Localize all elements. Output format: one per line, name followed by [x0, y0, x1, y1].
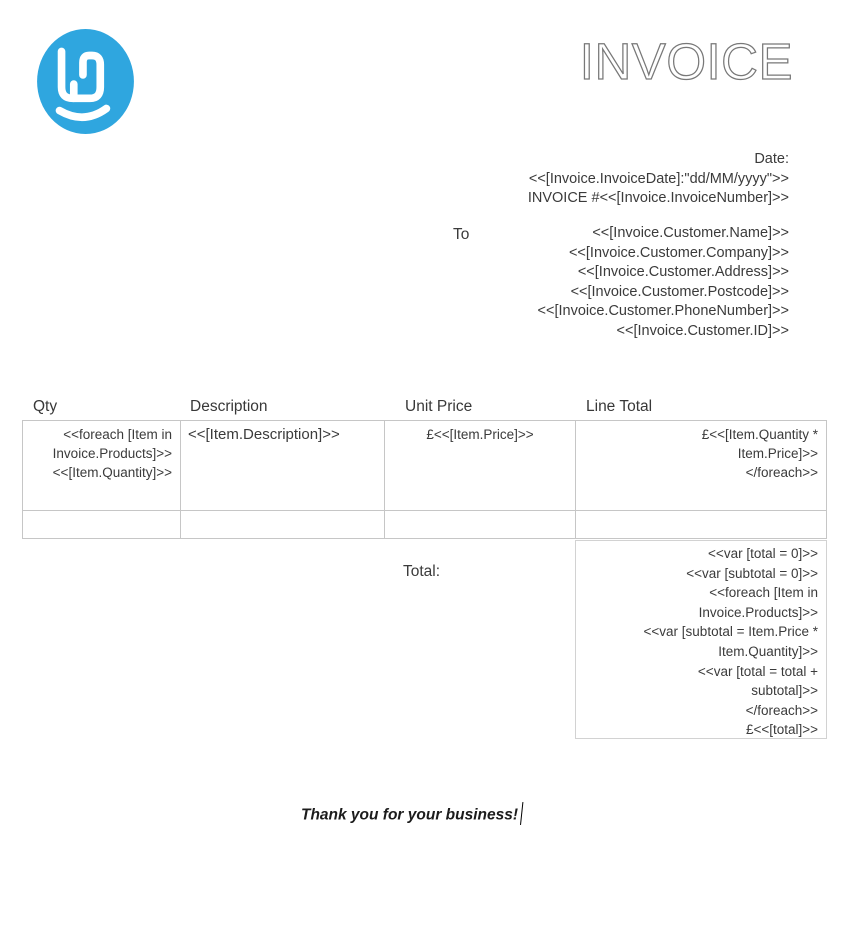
customer-id-field: <<[Invoice.Customer.ID]>>: [616, 322, 789, 339]
customer-postcode-field: <<[Invoice.Customer.Postcode]>>: [570, 283, 789, 300]
column-header-unit-price: Unit Price: [405, 398, 473, 415]
thank-you-line[interactable]: Thank you for your business!: [0, 802, 839, 827]
document-title: INVOICE: [579, 33, 793, 90]
invoice-meta-block: Date: <<[Invoice.InvoiceDate]:"dd/MM/yyy…: [528, 150, 789, 209]
cell-unit-price: £<<[Item.Price]>>: [384, 420, 576, 511]
column-header-qty: Qty: [33, 398, 58, 415]
total-label: Total:: [403, 563, 441, 580]
total-calculation-cell: <<var [total = 0]>> <<var [subtotal = 0]…: [575, 540, 827, 739]
invoice-number-field: INVOICE #<<[Invoice.InvoiceNumber]>>: [527, 190, 789, 206]
cell-empty: [575, 510, 827, 539]
table-row: <<foreach [Item in Invoice.Products]>> <…: [22, 420, 827, 511]
customer-company-field: <<[Invoice.Customer.Company]>>: [568, 244, 789, 261]
cell-description: <<[Item.Description]>>: [180, 420, 385, 511]
table-row-empty: [22, 510, 827, 539]
company-logo-icon: [37, 29, 134, 134]
invoice-date-field: <<[Invoice.InvoiceDate]:"dd/MM/yyyy">>: [528, 170, 789, 187]
column-header-description: Description: [190, 398, 268, 415]
cell-line-total: £<<[Item.Quantity * Item.Price]>> </fore…: [575, 420, 827, 511]
customer-address-field: <<[Invoice.Customer.Address]>>: [577, 264, 789, 280]
cell-empty: [180, 510, 385, 539]
cell-empty: [384, 510, 576, 539]
customer-phone-field: <<[Invoice.Customer.PhoneNumber]>>: [537, 303, 789, 319]
date-label: Date:: [754, 151, 789, 167]
text-cursor: [520, 802, 524, 826]
thank-you-text: Thank you for your business!: [300, 806, 519, 824]
cell-empty: [22, 510, 181, 539]
to-label: To: [453, 226, 470, 243]
items-table: <<foreach [Item in Invoice.Products]>> <…: [22, 420, 827, 539]
customer-name-field: <<[Invoice.Customer.Name]>>: [592, 225, 789, 241]
column-header-line-total: Line Total: [586, 398, 653, 415]
cell-qty: <<foreach [Item in Invoice.Products]>> <…: [22, 420, 181, 511]
customer-block: <<[Invoice.Customer.Name]>> <<[Invoice.C…: [538, 224, 789, 341]
